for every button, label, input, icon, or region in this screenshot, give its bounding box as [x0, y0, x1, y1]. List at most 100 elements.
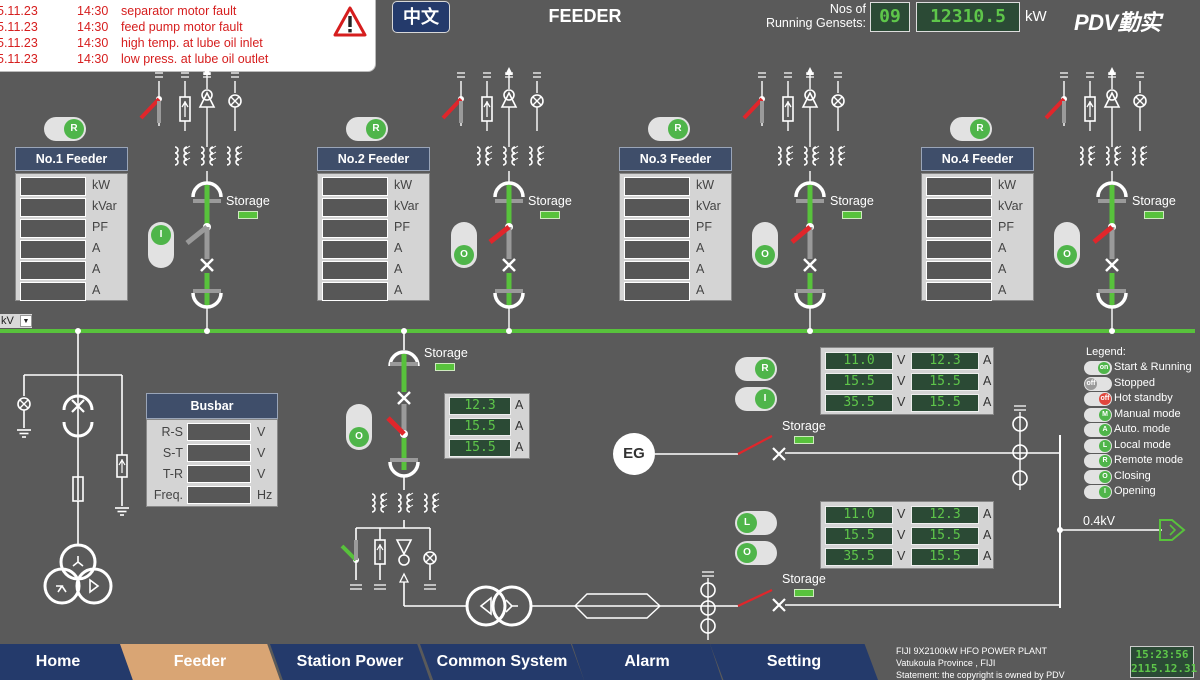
- feeder-1-breaker-toggle[interactable]: I: [148, 222, 174, 268]
- legend-switch-icon: L: [1084, 438, 1112, 453]
- eg-storage-indicator: [794, 436, 814, 444]
- select-value: kV: [1, 315, 14, 327]
- legend-switch-icon: R: [1084, 454, 1112, 468]
- toggle-knob: R: [755, 359, 775, 379]
- legend-text: Local mode: [1114, 438, 1171, 451]
- meter-value: [20, 282, 86, 301]
- toggle-knob: R: [970, 119, 990, 139]
- feeder-2-meter: kW kVar PF A A A: [317, 173, 430, 301]
- feeder-2-mode-toggle[interactable]: R: [346, 117, 388, 141]
- running-gensets-label: Nos of Running Gensets:: [748, 2, 866, 30]
- legend-symbol: A: [1099, 424, 1111, 436]
- meter-value: [20, 261, 86, 280]
- voltage-unit-select[interactable]: kV▼: [0, 314, 32, 328]
- voltage-unit: V: [897, 395, 906, 409]
- voltage-unit: V: [897, 549, 906, 563]
- feeder-1-meter: kW kVar PF A A A: [15, 173, 128, 301]
- meter-row: kW: [926, 177, 1031, 197]
- legend-switch-icon: M: [1084, 407, 1112, 422]
- meter-value: [322, 261, 388, 280]
- feeder-4-breaker-toggle[interactable]: O: [1054, 222, 1080, 268]
- feeder-2-breaker-toggle[interactable]: O: [451, 222, 477, 268]
- shore-breaker-toggle[interactable]: O: [735, 541, 777, 565]
- meter-value: [322, 240, 388, 259]
- meter-row: A: [624, 240, 729, 260]
- clock-time: 15:23:56: [1135, 648, 1189, 661]
- nav-tab-common-system[interactable]: Common System: [420, 644, 584, 680]
- eg-mode-toggle[interactable]: R: [735, 357, 777, 381]
- eg-breaker-toggle[interactable]: I: [735, 387, 777, 411]
- toggle-knob: O: [454, 245, 474, 265]
- busbar-value: [187, 465, 251, 483]
- legend-text: Manual mode: [1114, 407, 1181, 420]
- legend-text: Closing: [1114, 469, 1151, 482]
- meter-unit: kW: [998, 178, 1017, 192]
- legend-text: Stopped: [1114, 376, 1155, 389]
- feeder-2-storage-indicator: [540, 211, 560, 219]
- single-line-diagram: [0, 0, 1195, 640]
- total-power: 12310.5: [916, 2, 1020, 32]
- meter-row: kVar: [20, 198, 125, 218]
- page-title: FEEDER: [548, 6, 622, 26]
- toggle-knob: I: [151, 225, 171, 245]
- voltage-unit: V: [897, 528, 906, 542]
- shore-storage-label: Storage: [782, 572, 826, 586]
- meter-row: kVar: [926, 198, 1031, 218]
- feeder-4-storage-indicator: [1144, 211, 1164, 219]
- meter-value: [926, 282, 992, 301]
- legend-text: Auto. mode: [1114, 423, 1171, 435]
- nav-tab-station-power[interactable]: Station Power: [270, 644, 430, 680]
- meter-row: kW: [20, 177, 125, 197]
- center-storage-label: Storage: [424, 346, 468, 360]
- meter-row: PF: [926, 219, 1031, 239]
- legend-text: Opening: [1114, 485, 1156, 497]
- power-unit: kW: [1025, 8, 1047, 25]
- meter-unit: PF: [998, 220, 1014, 234]
- toggle-knob: L: [737, 513, 757, 533]
- legend-symbol: on: [1098, 362, 1110, 374]
- feeder-3-breaker-toggle[interactable]: O: [752, 222, 778, 268]
- current-value: 15.5: [911, 394, 979, 412]
- nav-tab-home[interactable]: Home: [0, 644, 134, 680]
- warning-icon[interactable]: [333, 5, 367, 39]
- feeder-2-storage-label: Storage: [528, 194, 572, 208]
- current-unit: A: [983, 353, 992, 367]
- meter-unit: kVar: [998, 199, 1023, 213]
- nav-tab-setting[interactable]: Setting: [710, 644, 878, 680]
- meter-row: A: [926, 261, 1031, 281]
- current-unit: A: [515, 398, 524, 412]
- meter-row: PF: [624, 219, 729, 239]
- meter-unit: A: [696, 241, 705, 255]
- feeder-3-title: No.3 Feeder: [619, 147, 732, 171]
- gensets-count: 09: [870, 2, 910, 32]
- current-value: 12.3: [449, 397, 511, 415]
- meter-value: [322, 177, 388, 196]
- meter-unit: PF: [92, 220, 108, 234]
- feeder-1-storage-indicator: [238, 211, 258, 219]
- current-value: 15.5: [449, 418, 511, 436]
- busbar-row-label: R-S: [161, 425, 183, 439]
- meter-unit: PF: [696, 220, 712, 234]
- emergency-generator[interactable]: EG: [613, 433, 655, 475]
- language-button[interactable]: 中文: [392, 1, 450, 33]
- nav-tab-feeder[interactable]: Feeder: [120, 644, 280, 680]
- feeder-3-storage-label: Storage: [830, 194, 874, 208]
- meter-row: kW: [624, 177, 729, 197]
- busbar-value: [187, 444, 251, 462]
- feeder-1-mode-toggle[interactable]: R: [44, 117, 86, 141]
- plant-info: FIJI 9X2100kW HFO POWER PLANT Vatukoula …: [896, 645, 1065, 680]
- current-unit: A: [983, 507, 992, 521]
- nav-tab-alarm[interactable]: Alarm: [572, 644, 722, 680]
- legend-switch-icon: O: [1084, 469, 1112, 484]
- feeder-3-mode-toggle[interactable]: R: [648, 117, 690, 141]
- meter-unit: kW: [394, 178, 413, 192]
- meter-row: kW: [322, 177, 427, 197]
- shore-mode-toggle[interactable]: L: [735, 511, 777, 535]
- feeder-4-mode-toggle[interactable]: R: [950, 117, 992, 141]
- voltage-value: 15.5: [825, 373, 893, 391]
- center-breaker-toggle[interactable]: O: [346, 404, 372, 450]
- toggle-knob: O: [737, 543, 757, 563]
- current-unit: A: [515, 440, 524, 454]
